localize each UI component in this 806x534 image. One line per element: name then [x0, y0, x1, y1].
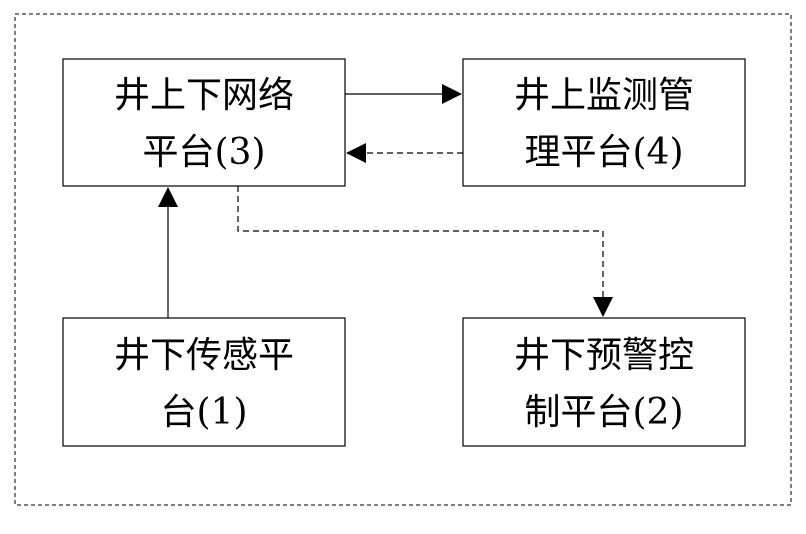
network-platform-label-line1: 井上下网络	[114, 75, 294, 116]
arrow-network-to-warning	[238, 186, 603, 316]
network-platform-label-line2: 平台(3)	[143, 132, 266, 173]
monitor-platform-label-line1: 井上监测管	[514, 75, 694, 116]
sensor-platform-box: 井下传感平 台(1)	[63, 318, 345, 446]
warning-platform-label-line2: 制平台(2)	[525, 392, 684, 433]
monitor-platform-label-line2: 理平台(4)	[525, 132, 684, 173]
warning-platform-box: 井下预警控 制平台(2)	[463, 318, 745, 446]
sensor-platform-label-line2: 台(1)	[161, 392, 248, 433]
warning-platform-label-line1: 井下预警控	[514, 335, 694, 376]
monitor-platform-box: 井上监测管 理平台(4)	[463, 59, 745, 186]
sensor-platform-label-line1: 井下传感平	[114, 335, 294, 376]
network-platform-box: 井上下网络 平台(3)	[63, 59, 345, 186]
